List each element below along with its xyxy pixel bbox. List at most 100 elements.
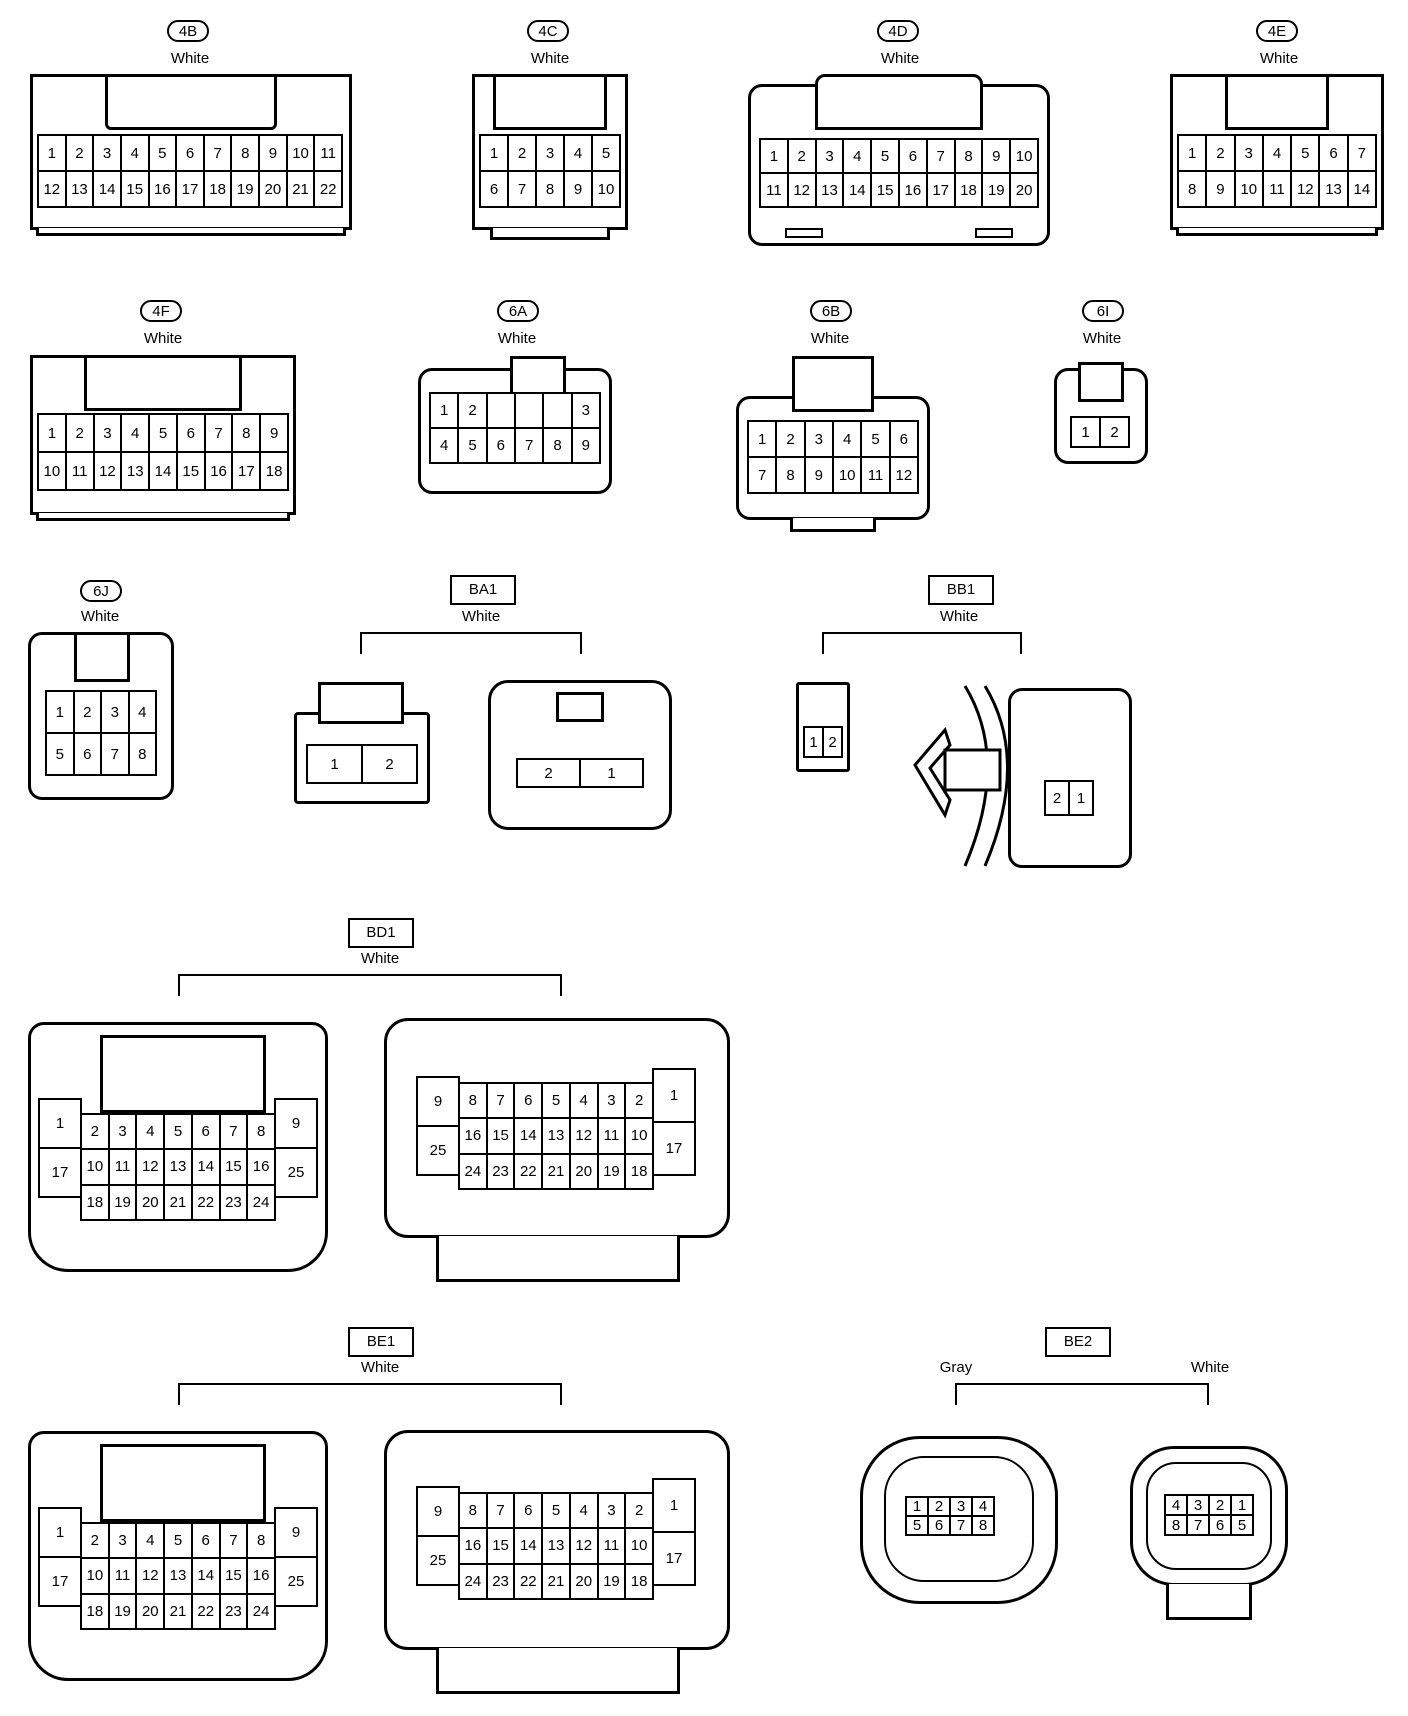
pin-cell: 22 bbox=[515, 1154, 544, 1190]
pin-cell: 13 bbox=[816, 174, 845, 208]
pin-cell: 12 bbox=[570, 1529, 599, 1565]
pin-cell: 1 bbox=[1072, 418, 1101, 448]
pin-cell: 20 bbox=[137, 1594, 166, 1630]
pin-cell: 2 bbox=[777, 422, 806, 458]
pin-cell: 4 bbox=[834, 422, 863, 458]
pin-cell: 9 bbox=[418, 1078, 460, 1127]
pin-cell: 1 bbox=[1232, 1496, 1254, 1516]
connector-label: BA1 bbox=[450, 575, 516, 605]
pin-cell: 3 bbox=[94, 136, 122, 172]
pin-cell: 13 bbox=[165, 1559, 193, 1595]
lock-latch bbox=[792, 356, 874, 412]
connector-color: White bbox=[1259, 50, 1299, 67]
pin-cell: 24 bbox=[460, 1564, 488, 1600]
pin-cell: 7 bbox=[487, 1084, 516, 1120]
pin-cell: 14 bbox=[192, 1559, 221, 1595]
pin-cell: 7 bbox=[220, 1524, 249, 1560]
connector-label: BD1 bbox=[348, 918, 414, 948]
pin-cell: 22 bbox=[192, 1594, 221, 1630]
pin-cell: 9 bbox=[572, 429, 601, 464]
pin-cell: 2 bbox=[1046, 782, 1070, 816]
pin-cell: 20 bbox=[1011, 174, 1039, 208]
pin-cell: 4 bbox=[129, 692, 157, 734]
pin-cell: 1 bbox=[39, 136, 67, 172]
pin-cell: 8 bbox=[248, 1524, 276, 1560]
pin-cell: 4 bbox=[570, 1494, 599, 1530]
pin-cell: 22 bbox=[515, 1564, 544, 1600]
pin-cell: 5 bbox=[907, 1517, 929, 1536]
pin-cell: 16 bbox=[899, 174, 928, 208]
connector-color: White bbox=[143, 330, 183, 347]
pin-cell: 4 bbox=[1166, 1496, 1188, 1516]
pin-cell: 2 bbox=[626, 1494, 654, 1530]
pin-cell: 1 bbox=[654, 1480, 696, 1533]
pin-cell: 8 bbox=[460, 1084, 488, 1120]
pin-cell: 6 bbox=[890, 422, 919, 458]
pin-cell: 7 bbox=[516, 429, 545, 464]
pin-cell: 14 bbox=[94, 172, 122, 208]
pin-cell: 15 bbox=[220, 1150, 249, 1186]
pin-cell: 2 bbox=[929, 1498, 951, 1517]
pin-cell: 4 bbox=[844, 140, 873, 174]
pin-cell: 5 bbox=[149, 136, 178, 172]
connector-label: 6I bbox=[1082, 300, 1124, 322]
pin-cell: 13 bbox=[1320, 172, 1349, 208]
pin-cell: 14 bbox=[515, 1529, 544, 1565]
pin-cell: 2 bbox=[509, 136, 537, 172]
pin-cell: 15 bbox=[220, 1559, 249, 1595]
pin-cell: 5 bbox=[593, 136, 621, 172]
pin-cell: 2 bbox=[82, 1115, 110, 1151]
pin-cell: 22 bbox=[315, 172, 343, 208]
pin-cell: 10 bbox=[626, 1119, 654, 1155]
pin-cell: 10 bbox=[593, 172, 621, 208]
pin-cell: 8 bbox=[129, 734, 157, 776]
pin-cell: 1 bbox=[481, 136, 509, 172]
connector-label: 4E bbox=[1256, 20, 1298, 42]
pin-cell: 15 bbox=[487, 1529, 516, 1565]
pin-cell: 1 bbox=[40, 1509, 82, 1558]
bracket bbox=[178, 974, 562, 996]
pin-cell: 9 bbox=[261, 415, 289, 453]
pin-cell bbox=[516, 394, 545, 429]
pin-cell: 2 bbox=[1101, 418, 1130, 448]
bottom-rail bbox=[1176, 228, 1378, 236]
pin-cell: 2 bbox=[518, 760, 581, 788]
connector-label: 6J bbox=[80, 580, 122, 602]
pin-cell: 3 bbox=[951, 1498, 973, 1517]
pin-cell: 9 bbox=[805, 458, 834, 494]
pin-cell: 2 bbox=[363, 746, 418, 784]
pin-cell: 1 bbox=[654, 1070, 696, 1123]
connector-color: White bbox=[170, 50, 210, 67]
pin-cell: 10 bbox=[626, 1529, 654, 1565]
pin-cell: 5 bbox=[165, 1115, 193, 1151]
pin-cell: 9 bbox=[565, 172, 593, 208]
pin-cell: 21 bbox=[543, 1154, 571, 1190]
pin-cell: 6 bbox=[1320, 136, 1349, 172]
connector-color: White bbox=[80, 608, 120, 625]
pin-cell: 1 bbox=[1070, 782, 1094, 816]
pin-cell: 15 bbox=[177, 453, 206, 491]
pin-cell: 4 bbox=[122, 415, 151, 453]
bracket bbox=[955, 1383, 1209, 1405]
pin-cell: 19 bbox=[232, 172, 261, 208]
connector-color: White bbox=[497, 330, 537, 347]
pin-cell: 7 bbox=[102, 734, 130, 776]
lock-latch bbox=[100, 1444, 266, 1522]
pin-cell: 6 bbox=[74, 734, 102, 776]
pin-cell: 9 bbox=[260, 136, 288, 172]
pin-cell: 10 bbox=[287, 136, 316, 172]
pin-cell: 7 bbox=[205, 415, 234, 453]
pin-cell: 13 bbox=[122, 453, 151, 491]
pin-cell: 5 bbox=[1292, 136, 1321, 172]
pin-cell: 1 bbox=[308, 746, 363, 784]
pin-cell: 17 bbox=[654, 1533, 696, 1586]
pin-cell: 17 bbox=[40, 1558, 82, 1607]
